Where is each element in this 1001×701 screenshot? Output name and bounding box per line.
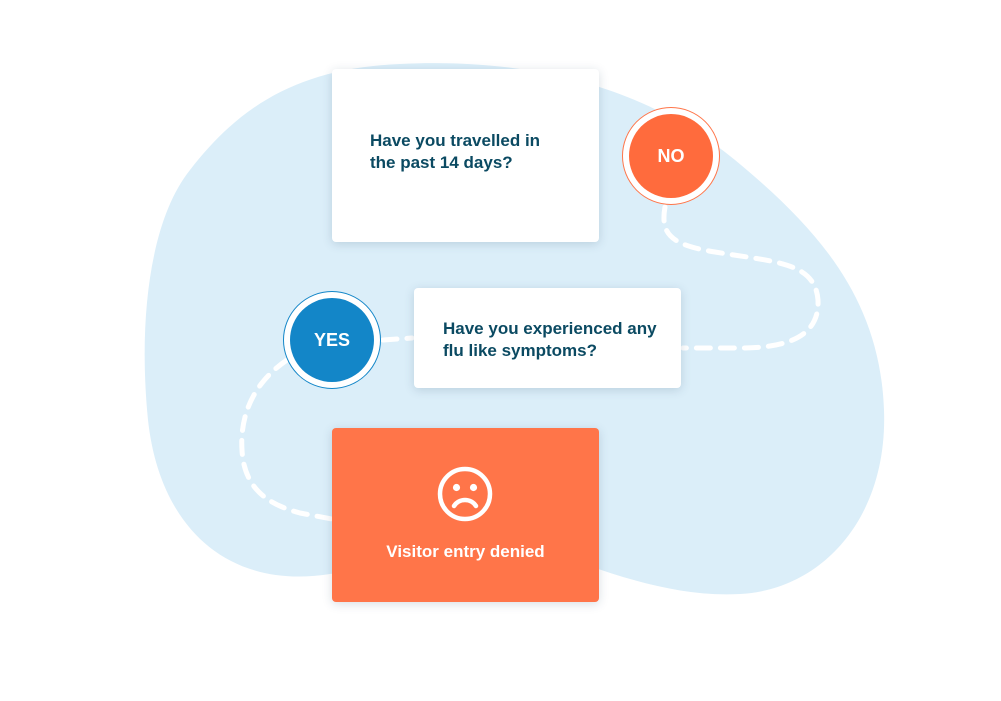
question-card-symptoms: Have you experienced any flu like sympto… <box>414 288 681 388</box>
sad-face-icon <box>437 466 493 522</box>
result-card-denied: Visitor entry denied <box>332 428 599 602</box>
question-travel-text: Have you travelled in the past 14 days? <box>370 131 541 172</box>
question-symptoms-text: Have you experienced any flu like sympto… <box>443 319 657 360</box>
connector-yes-to-result <box>239 357 335 522</box>
no-answer-badge: NO <box>629 114 713 198</box>
connector-no-to-question-2 <box>661 204 821 351</box>
result-label: Visitor entry denied <box>386 542 545 561</box>
yes-answer-badge: YES <box>290 298 374 382</box>
question-card-travel: Have you travelled in the past 14 days? <box>332 69 599 242</box>
connector-yes-from-question-2 <box>380 335 415 343</box>
